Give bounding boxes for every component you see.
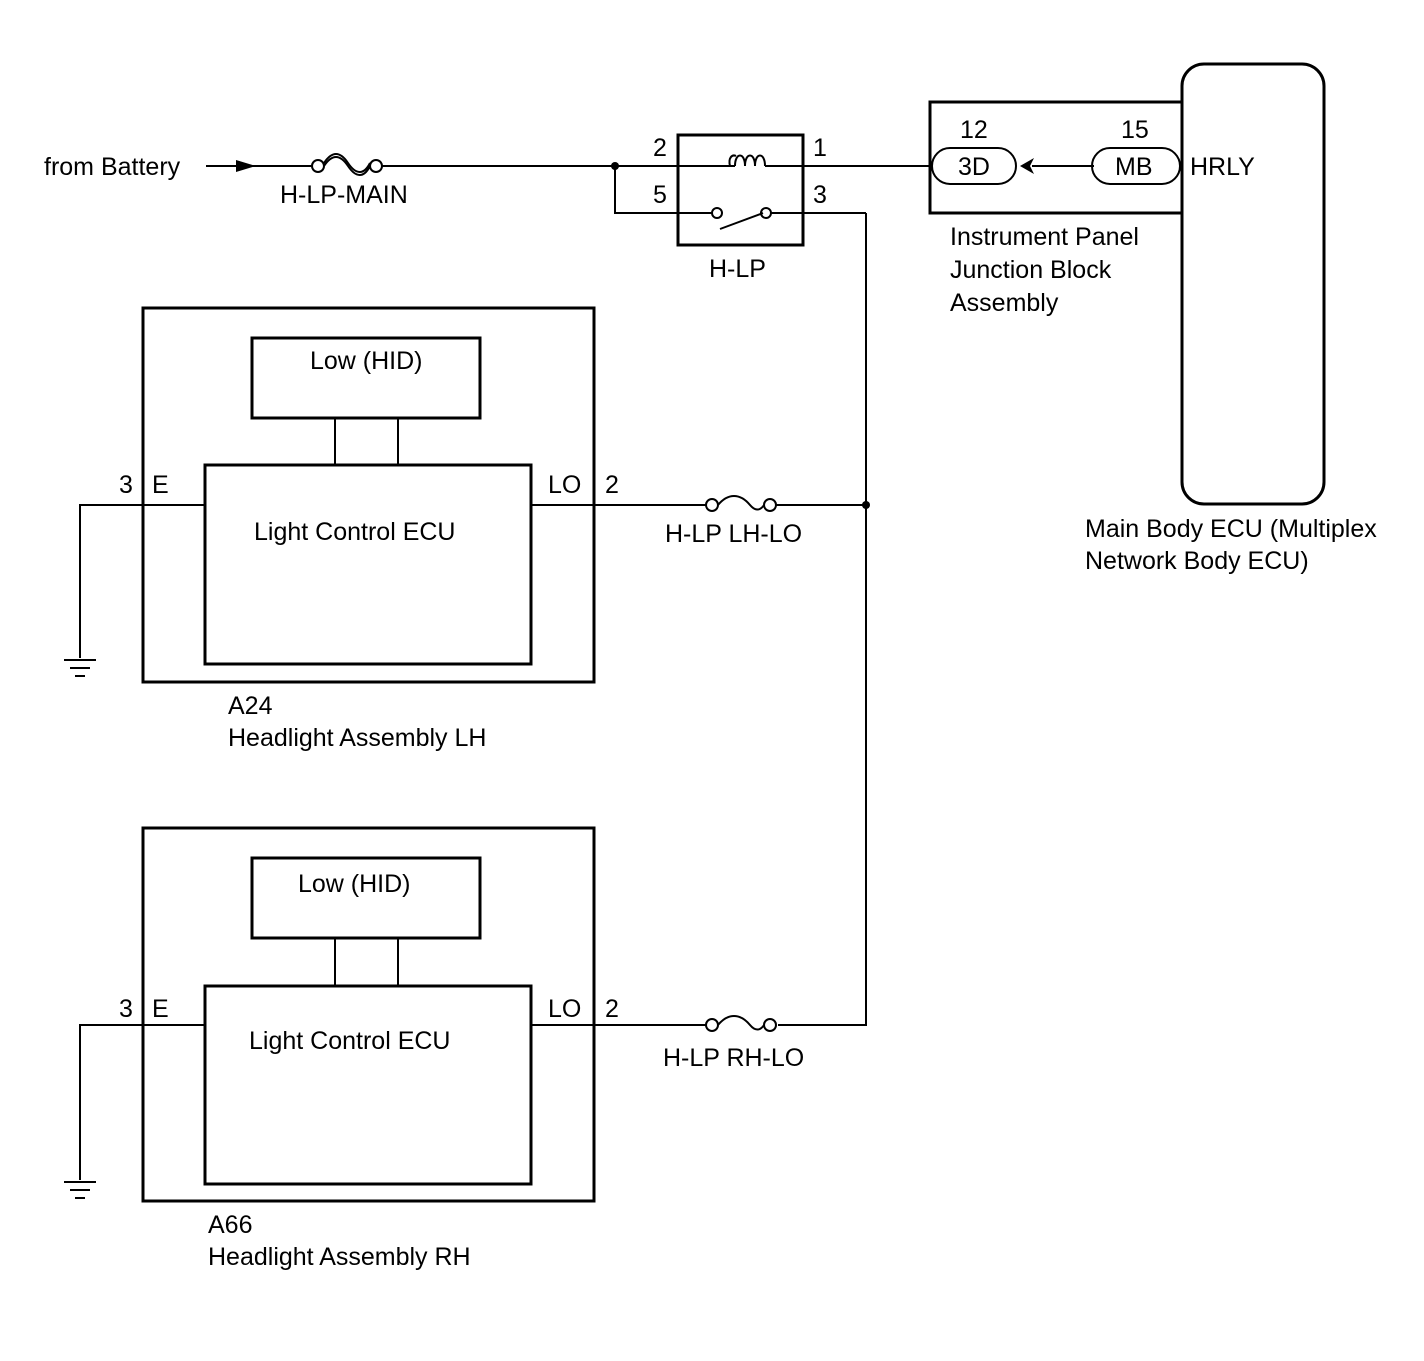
relay-pin-5: 5 [653, 181, 667, 209]
rh-ground-icon [64, 1181, 96, 1199]
relay-coil-icon [728, 154, 930, 167]
lh-pin-e-name: E [152, 471, 169, 499]
lh-ground-wire [79, 504, 205, 658]
connector-mb-pin: 15 [1121, 116, 1149, 144]
headlight-rh-code: A66 [208, 1211, 252, 1239]
headlight-lh-code: A24 [228, 692, 273, 720]
lh-ground-icon [64, 659, 96, 677]
fuse-lh-lo-label: H-LP LH-LO [665, 520, 802, 548]
headlight-rh-box [141, 826, 596, 1203]
fuse-main-label: H-LP-MAIN [280, 181, 408, 209]
headlight-rh: Low (HID) Light Control ECU 3 E LO 2 H-L… [64, 826, 804, 1271]
rh-pin-e-name: E [152, 995, 169, 1023]
lh-pin-e-num: 3 [119, 471, 133, 499]
rh-lamp-box [250, 856, 482, 940]
body-ecu-name-1: Main Body ECU (Multiplex [1085, 515, 1377, 543]
headlight-rh-name: Headlight Assembly RH [208, 1243, 471, 1271]
connector-mb-label: MB [1115, 153, 1153, 181]
lh-ecu-box [203, 463, 533, 666]
fuse-rh-lo-label: H-LP RH-LO [663, 1044, 804, 1072]
body-ecu-name-2: Network Body ECU) [1085, 547, 1309, 575]
junction-block-name-1: Instrument Panel [950, 223, 1139, 251]
connector-arrow-icon [1020, 158, 1094, 174]
fuse-lh-lo-icon [705, 495, 866, 512]
connector-mb-shape [1091, 147, 1181, 185]
rh-lamp-label: Low (HID) [298, 870, 411, 898]
lh-pin-lo-name: LO [548, 471, 581, 499]
lh-lamp-box [250, 336, 482, 420]
headlight-lh-name: Headlight Assembly LH [228, 724, 486, 752]
battery-feed-wire [206, 160, 312, 172]
rh-pin-lo-name: LO [548, 995, 581, 1023]
junction-block-name-2: Junction Block [950, 256, 1112, 284]
rh-pin-lo-num: 2 [605, 995, 619, 1023]
relay-pin-3: 3 [813, 181, 827, 209]
feed-to-relay-wire [382, 162, 735, 214]
fuse-h-lp-main [311, 153, 383, 176]
rh-pin-e-num: 3 [119, 995, 133, 1023]
rh-ecu-label: Light Control ECU [249, 1027, 450, 1055]
relay-pin-2: 2 [653, 134, 667, 162]
connector-3d-shape [931, 147, 1017, 185]
lh-pin-lo-num: 2 [605, 471, 619, 499]
rh-ground-wire [79, 1024, 205, 1180]
connector-3d-label: 3D [958, 153, 990, 181]
connector-3d-pin: 12 [960, 116, 988, 144]
rh-ecu-box [203, 984, 533, 1186]
relay-name: H-LP [709, 255, 766, 283]
main-body-ecu-box [1180, 62, 1326, 506]
relay-switch-icon [711, 207, 866, 230]
body-ecu-terminal: HRLY [1190, 153, 1255, 181]
junction-block-name-3: Assembly [950, 289, 1059, 317]
lh-ecu-label: Light Control ECU [254, 518, 455, 546]
headlight-lh-box [141, 306, 596, 684]
lh-lamp-label: Low (HID) [310, 347, 423, 375]
headlight-lh: Low (HID) Light Control ECU 3 E LO 2 H-L… [64, 306, 866, 752]
relay-pin-1: 1 [813, 134, 827, 162]
relay-h-lp-box [676, 133, 805, 247]
source-label: from Battery [44, 153, 181, 181]
fuse-rh-lo-icon [705, 1015, 777, 1032]
relay-output-wire [778, 213, 870, 1026]
